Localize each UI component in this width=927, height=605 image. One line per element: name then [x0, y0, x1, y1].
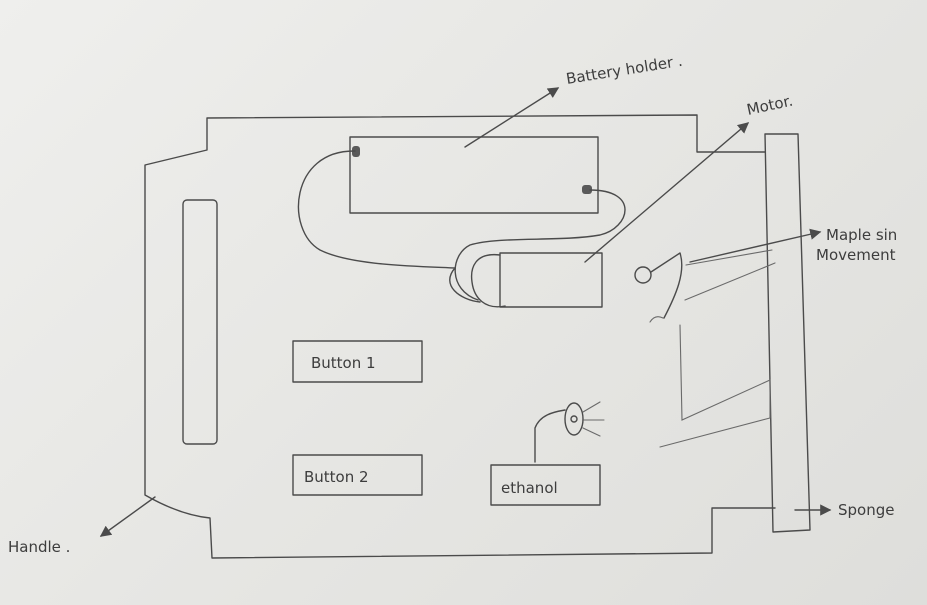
motor-label: Motor. [745, 92, 794, 119]
internal-brace [660, 325, 770, 447]
battery-holder-arrow [465, 88, 558, 147]
sponge-label: Sponge [838, 501, 894, 519]
maple-pivot [635, 267, 651, 283]
ethanol-label: ethanol [501, 479, 558, 497]
ethanol-nozzle [565, 403, 583, 435]
ethanol-spray-lines [583, 402, 604, 436]
maple-arrow [690, 232, 820, 262]
wire-right [455, 190, 625, 300]
handle-label: Handle . [8, 538, 70, 556]
handle-arrow [101, 497, 155, 536]
ethanol-nozzle-hole [571, 416, 577, 422]
ethanol-nozzle-tube [535, 410, 565, 462]
maple-label-line1: Maple sin [826, 226, 897, 244]
maple-arm [651, 253, 682, 318]
battery-holder-label: Battery holder . [565, 52, 684, 88]
sponge-bar [765, 134, 810, 532]
maple-label-line2: Movement [816, 246, 896, 264]
battery-holder [350, 137, 598, 213]
button-1-label: Button 1 [311, 354, 376, 372]
button-2-label: Button 2 [304, 468, 369, 486]
handle-slot [183, 200, 217, 444]
wire-left [298, 151, 480, 302]
